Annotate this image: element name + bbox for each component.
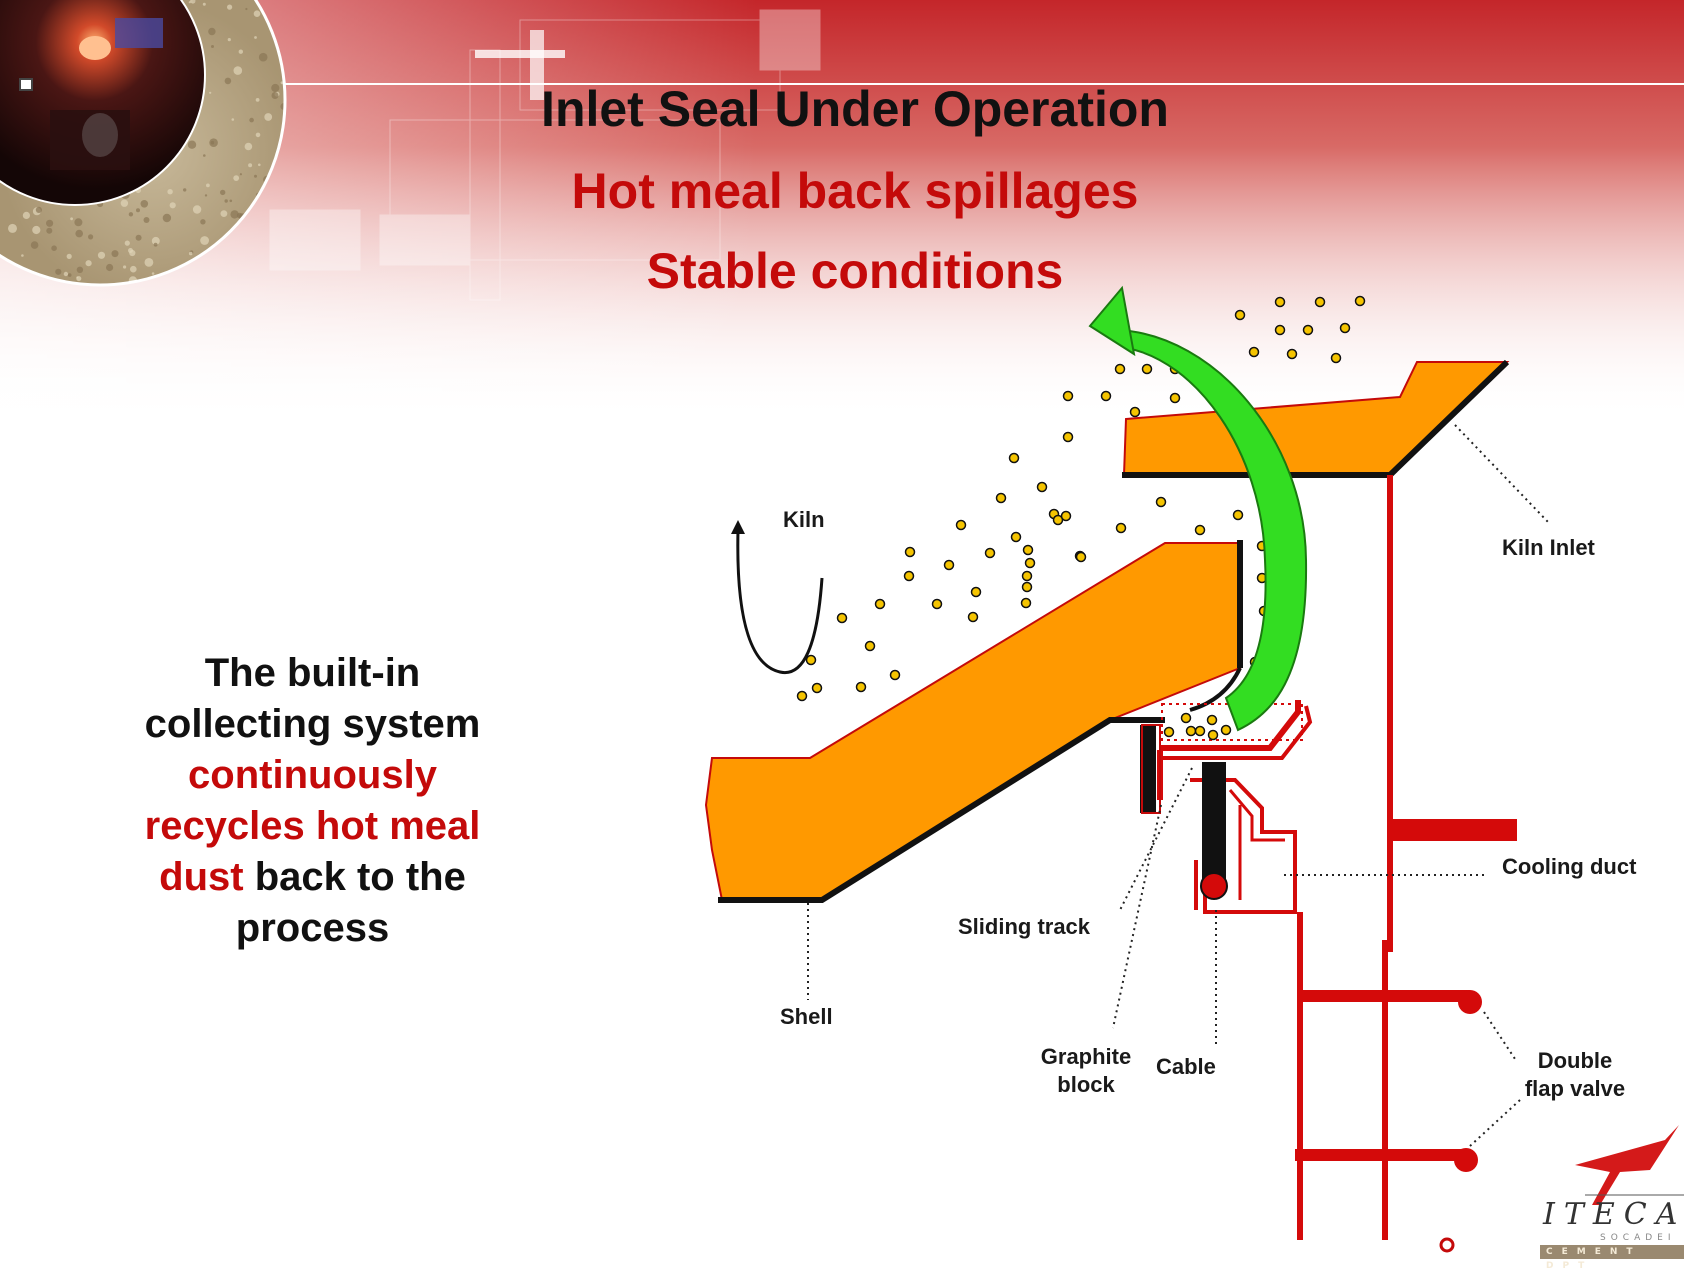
cable-bar — [1202, 762, 1226, 888]
dust-particle — [855, 681, 867, 693]
dust-particle — [836, 612, 848, 624]
label-graphite-block-line1: Graphite — [1040, 1044, 1132, 1069]
flap-valve-upper-pivot — [1458, 990, 1482, 1014]
dust-particle — [1060, 510, 1072, 522]
dust-particle — [1314, 296, 1326, 308]
dust-particle — [1141, 363, 1153, 375]
dust-particle — [984, 547, 996, 559]
dust-particle — [1274, 324, 1286, 336]
side-text-part-1: The built-in collecting system — [144, 651, 481, 746]
double-flap-valve-leader-lower — [1469, 1099, 1521, 1147]
side-text-part-2-highlight: continuously recycles hot meal dust — [144, 753, 481, 899]
dust-particle — [931, 598, 943, 610]
dust-particle — [1207, 729, 1219, 741]
kiln-shell — [704, 540, 1243, 903]
cable — [1200, 872, 1228, 900]
dust-particle — [796, 690, 808, 702]
dust-particle — [1330, 352, 1342, 364]
dust-particle — [1021, 570, 1033, 582]
label-kiln-inlet: Kiln Inlet — [1502, 535, 1595, 560]
label-kiln: Kiln — [783, 507, 825, 532]
graphite-block — [1140, 725, 1156, 813]
side-explanation: The built-in collecting system continuou… — [110, 648, 515, 954]
logo-dept: CEMENT DPT — [1540, 1245, 1684, 1271]
kiln-inlet-leader — [1454, 424, 1549, 523]
dust-particle — [1232, 509, 1244, 521]
iteca-logo-mark — [1575, 1125, 1684, 1205]
label-sliding-track: Sliding track — [958, 914, 1091, 939]
dust-particle — [1155, 496, 1167, 508]
dust-particle — [1100, 390, 1112, 402]
dust-particle — [1129, 406, 1141, 418]
dust-particle — [1052, 514, 1064, 526]
kiln-rotation-arrow — [731, 520, 824, 675]
label-double-flap-valve-line2: flap valve — [1524, 1076, 1626, 1101]
label-graphite-block: Graphite block — [1036, 1043, 1136, 1099]
dust-particle — [970, 586, 982, 598]
dust-particle — [1036, 481, 1048, 493]
dust-particle — [955, 519, 967, 531]
dust-particle — [1194, 725, 1206, 737]
dust-particle — [1022, 544, 1034, 556]
dust-particle — [1194, 524, 1206, 536]
dust-particle — [889, 669, 901, 681]
dust-particle — [943, 559, 955, 571]
dust-particle — [1339, 322, 1351, 334]
dust-particle — [1008, 452, 1020, 464]
dust-particle — [1114, 363, 1126, 375]
dust-particle — [1169, 392, 1181, 404]
dust-particle — [903, 570, 915, 582]
seal-assembly — [1157, 475, 1517, 1240]
dust-particle — [1248, 346, 1260, 358]
label-shell: Shell — [780, 1004, 833, 1029]
subtitle-hot-meal: Hot meal back spillages — [571, 163, 1139, 219]
label-cooling-duct: Cooling duct — [1502, 854, 1637, 879]
dust-particle — [1286, 348, 1298, 360]
hot-meal-dust — [796, 295, 1366, 741]
dust-particle — [1220, 724, 1232, 736]
double-flap-valve-leader-upper — [1483, 1011, 1518, 1063]
subtitle-stable-conditions: Stable conditions — [646, 243, 1064, 299]
dust-particle — [1020, 597, 1032, 609]
flap-valve-lower-pivot — [1454, 1148, 1478, 1172]
dust-particle — [904, 546, 916, 558]
dust-particle — [874, 598, 886, 610]
dust-particle — [811, 682, 823, 694]
dust-particle — [1075, 551, 1087, 563]
dust-particle — [1010, 531, 1022, 543]
dust-particle — [1180, 712, 1192, 724]
logo-sub: SOCADEI — [1600, 1233, 1676, 1243]
label-double-flap-valve-line1: Double — [1537, 1048, 1613, 1073]
dust-particle — [995, 492, 1007, 504]
label-cable: Cable — [1156, 1054, 1216, 1079]
recycle-arrow — [1088, 285, 1308, 732]
dust-particle — [1062, 431, 1074, 443]
graphite-block-leader — [1112, 804, 1162, 1029]
sliding-track-leader — [1119, 767, 1193, 911]
dust-particle — [1021, 581, 1033, 593]
dust-particle — [1062, 390, 1074, 402]
dust-particle — [1234, 309, 1246, 321]
dust-particle — [805, 654, 817, 666]
dust-particle — [1024, 557, 1036, 569]
dust-particle — [967, 611, 979, 623]
dust-particle — [1185, 725, 1197, 737]
logo-name: ITECA — [1543, 1197, 1684, 1232]
dust-particle — [1302, 324, 1314, 336]
slide-title: Inlet Seal Under Operation — [541, 81, 1169, 137]
dust-particle — [1206, 714, 1218, 726]
dust-particle — [1115, 522, 1127, 534]
dust-particle — [1354, 295, 1366, 307]
dust-particle — [864, 640, 876, 652]
label-double-flap-valve: Double flap valve — [1510, 1047, 1640, 1103]
dust-particle — [1274, 296, 1286, 308]
label-graphite-block-line2: block — [1057, 1072, 1115, 1097]
dust-particle — [1163, 726, 1175, 738]
side-text-part-3: back to the process — [235, 855, 466, 950]
